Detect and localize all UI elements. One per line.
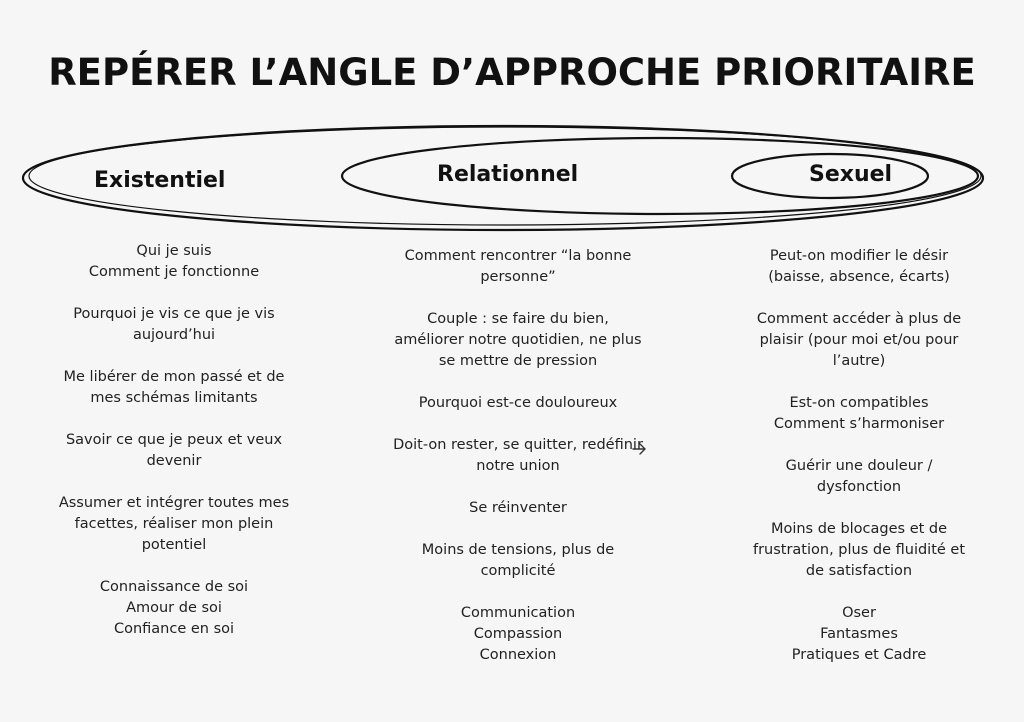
bullet-group: Moins de blocages et de frustration, plus…	[720, 519, 998, 582]
text-line: Savoir ce que je peux et veux	[65, 432, 283, 448]
text-line: potentiel	[141, 537, 207, 553]
text-line: Comment accéder à plus de	[756, 311, 962, 327]
text-line: Comment s’harmoniser	[773, 416, 945, 432]
text-line: Couple : se faire du bien,	[427, 311, 609, 327]
bullet-group: Se réinventer	[370, 498, 666, 519]
text-line: (baisse, absence, écarts)	[768, 269, 950, 285]
text-line: Compassion	[473, 626, 563, 642]
bullet-group: Assumer et intégrer toutes mes facettes, …	[40, 493, 308, 556]
text-line: Comment rencontrer “la bonne	[404, 248, 632, 264]
text-line: Qui je suis	[136, 243, 212, 259]
arrow-cursor-icon	[632, 443, 646, 455]
text-line: aujourd’hui	[132, 327, 216, 343]
text-line: Fantasmes	[820, 626, 898, 642]
bullet-group: Moins de tensions, plus de complicité	[370, 540, 666, 582]
text-line: Pourquoi je vis ce que je vis	[73, 306, 275, 322]
text-line: Pourquoi est-ce douloureux	[418, 395, 618, 411]
text-line: Communication	[460, 605, 576, 621]
bullet-group: Comment accéder à plus de plaisir (pour m…	[720, 309, 998, 372]
text-line: plaisir (pour moi et/ou pour	[759, 332, 959, 348]
text-line: Se réinventer	[469, 500, 567, 516]
text-line: frustration, plus de fluidité et	[752, 542, 966, 558]
bullet-group: Savoir ce que je peux et veux devenir	[40, 430, 308, 472]
text-line: Me libérer de mon passé et de	[63, 369, 285, 385]
bullet-group: Pourquoi je vis ce que je vis aujourd’hui	[40, 304, 308, 346]
text-line: améliorer notre quotidien, ne plus	[394, 332, 642, 348]
text-line: notre union	[476, 458, 560, 474]
text-line: Doit-on rester, se quitter, redéfinir	[393, 437, 643, 453]
bullet-group: Guérir une douleur / dysfonction	[720, 456, 998, 498]
text-line: de satisfaction	[805, 563, 913, 579]
text-line: se mettre de pression	[438, 353, 598, 369]
column-sexuel: Peut-on modifier le désir (baisse, absenc…	[720, 246, 998, 687]
text-line: l’autre)	[832, 353, 886, 369]
bullet-group: Me libérer de mon passé et de mes schémas…	[40, 367, 308, 409]
text-line: facettes, réaliser mon plein	[74, 516, 274, 532]
bullet-group: Pourquoi est-ce douloureux	[370, 393, 666, 414]
bullet-group: Couple : se faire du bien, améliorer notr…	[370, 309, 666, 372]
label-relationnel: Relationnel	[437, 162, 579, 187]
text-line: Est-on compatibles	[789, 395, 929, 411]
label-sexuel: Sexuel	[809, 162, 893, 187]
bullet-group: Comment rencontrer “la bonne personne”	[370, 246, 666, 288]
text-line: personne”	[480, 269, 556, 285]
bullet-group: Doit-on rester, se quitter, redéfinir not…	[370, 435, 666, 477]
text-line: Confiance en soi	[113, 621, 235, 637]
text-line: devenir	[146, 453, 202, 469]
column-relationnel: Comment rencontrer “la bonne personne” Cou…	[370, 246, 666, 687]
text-line: dysfonction	[816, 479, 902, 495]
text-line: complicité	[480, 563, 556, 579]
text-line: Pratiques et Cadre	[791, 647, 927, 663]
text-line: Assumer et intégrer toutes mes	[58, 495, 290, 511]
text-line: Moins de tensions, plus de	[421, 542, 615, 558]
text-line: Moins de blocages et de	[770, 521, 948, 537]
text-line: Comment je fonctionne	[88, 264, 260, 280]
label-existentiel: Existentiel	[94, 168, 226, 193]
text-line: Connaissance de soi	[99, 579, 249, 595]
text-line: Connexion	[479, 647, 557, 663]
text-line: Peut-on modifier le désir	[769, 248, 949, 264]
text-line: mes schémas limitants	[90, 390, 258, 406]
text-line: Guérir une douleur /	[785, 458, 933, 474]
text-line: Oser	[842, 605, 876, 621]
text-line: Amour de soi	[126, 600, 222, 616]
slide-title: REPÉRER L’ANGLE D’APPROCHE PRIORITAIRE	[48, 51, 976, 94]
bullet-group: Peut-on modifier le désir (baisse, absenc…	[720, 246, 998, 288]
